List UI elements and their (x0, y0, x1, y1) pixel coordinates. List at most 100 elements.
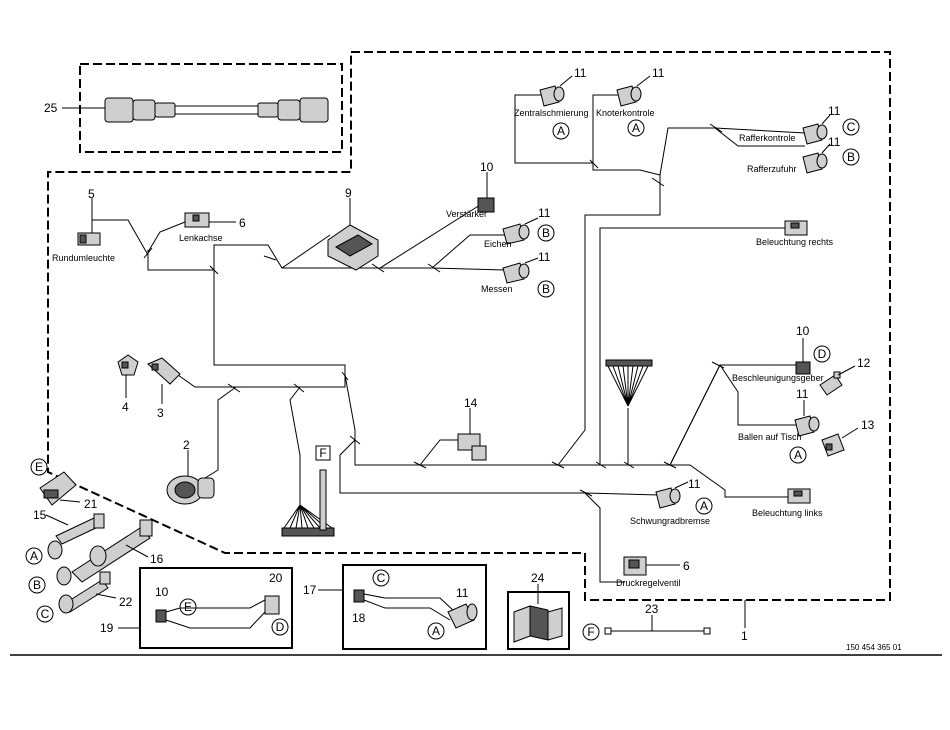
zentralschmierung-sensor (539, 85, 565, 107)
svg-text:C: C (377, 571, 386, 585)
label-verstaerker: Verstärker (446, 209, 487, 219)
label-schwungradbremse: Schwungradbremse (630, 516, 710, 526)
item-number-11-rafferkontrole: 11 (828, 104, 841, 118)
item-number-5: 5 (88, 187, 95, 201)
terminal-block-24 (513, 605, 563, 643)
item-number-10-verstaerker: 10 (480, 160, 494, 174)
jumper-wire-23 (604, 627, 711, 635)
item-number-11-eichen: 11 (538, 206, 551, 220)
item-number-11-schwungradbremse: 11 (688, 477, 701, 491)
label-rundumleuchte: Rundumleuchte (52, 253, 115, 263)
drawing-reference-number: 150 454 365 01 (846, 643, 902, 652)
label-druckregelventil: Druckregelventil (616, 578, 681, 588)
label-messen: Messen (481, 284, 513, 294)
callout-b-left: B (28, 576, 46, 594)
connector-4 (117, 354, 139, 376)
callout-raffer-b: B (842, 148, 860, 166)
adapter-16 (71, 519, 153, 583)
item-number-11-ballen: 11 (796, 387, 809, 401)
label-eichen: Eichen (484, 239, 512, 249)
item-number-13: 13 (861, 418, 875, 432)
callout-c-17: C (372, 569, 390, 587)
item-number-10-box19: 10 (155, 585, 169, 599)
rafferzufuhr-sensor (802, 152, 828, 174)
label-lenkachse: Lenkachse (179, 233, 223, 243)
cable-19 (155, 595, 280, 629)
item-number-21: 21 (84, 497, 98, 511)
label-beschleunigungsgeber: Beschleunigungsgeber (732, 373, 824, 383)
svg-text:E: E (35, 460, 43, 474)
harness-wires (91, 94, 806, 583)
verstaerker-connector (477, 197, 495, 213)
extension-cable-25 (104, 97, 329, 123)
callout-messen-b: B (537, 280, 555, 298)
ballen-auf-tisch-sensor (794, 415, 820, 437)
cable-17 (353, 589, 478, 629)
round-connector-a (47, 540, 63, 560)
schwungradbremse-sensor (655, 487, 681, 509)
item-number-9: 9 (345, 186, 352, 200)
svg-text:C: C (41, 607, 50, 621)
messen-sensor (502, 262, 530, 284)
callout-schwung-a: A (695, 497, 713, 515)
svg-text:F: F (319, 446, 326, 460)
item-number-22: 22 (119, 595, 133, 609)
svg-text:A: A (632, 121, 640, 135)
item-number-15: 15 (33, 508, 47, 522)
rafferkontrole-sensor (802, 123, 828, 145)
callout-c-left: C (36, 605, 54, 623)
item-number-24: 24 (531, 571, 545, 585)
callout-eichen-b: B (537, 224, 555, 242)
connector-3 (147, 357, 181, 385)
item-number-20: 20 (269, 571, 283, 585)
item-number-14: 14 (464, 396, 478, 410)
callout-knoter-a: A (627, 119, 645, 137)
label-rafferzufuhr: Rafferzufuhr (747, 164, 796, 174)
item-number-6-lenkachse: 6 (239, 216, 246, 230)
lenkachse-connector (184, 212, 210, 228)
round-connector-b (56, 566, 72, 586)
item-17-box (342, 564, 487, 650)
housing-21 (39, 471, 77, 506)
knoterkontrole-sensor (616, 85, 642, 107)
item-number-23: 23 (645, 602, 659, 616)
item-number-10-beschleunigungsgeber: 10 (796, 324, 810, 338)
beleuchtung-links-lamp (787, 488, 811, 504)
main-connector-9 (327, 224, 379, 271)
beleuchtung-rechts-lamp (784, 220, 808, 236)
item-number-19: 19 (100, 621, 114, 635)
callout-a-left: A (25, 547, 43, 565)
svg-text:D: D (276, 620, 285, 634)
label-rafferkontrole: Rafferkontrole (739, 133, 795, 143)
label-zentralschmierung: Zentralschmierung (514, 108, 589, 118)
item-number-3: 3 (157, 406, 164, 420)
item-number-25: 25 (44, 101, 58, 115)
item-number-11-knoterkontrole: 11 (652, 66, 665, 80)
svg-text:A: A (30, 549, 38, 563)
svg-text:A: A (432, 624, 440, 638)
svg-text:B: B (542, 282, 550, 296)
druckregelventil-connector (623, 556, 647, 576)
item-number-11-box17: 11 (456, 586, 469, 600)
svg-text:B: B (33, 578, 41, 592)
item-number-17: 17 (303, 583, 317, 597)
callout-e-19: E (179, 598, 197, 616)
svg-text:A: A (557, 124, 565, 138)
splice-comb-lower (281, 469, 335, 537)
connector-12 (819, 371, 843, 396)
svg-text:B: B (542, 226, 550, 240)
label-beleuchtung-rechts: Beleuchtung rechts (756, 237, 834, 247)
item-number-11-zentralschmierung: 11 (574, 66, 587, 80)
connector-13 (821, 433, 845, 457)
round-connector-c (58, 594, 74, 614)
item-number-2: 2 (183, 438, 190, 452)
item-number-18: 18 (352, 611, 366, 625)
label-knoterkontrole: Knoterkontrole (596, 108, 655, 118)
svg-text:F: F (587, 625, 594, 639)
adapter-15 (55, 513, 105, 545)
callout-e-left: E (30, 458, 48, 476)
callout-zentral-a: A (552, 122, 570, 140)
label-ballen-auf-tisch: Ballen auf Tisch (738, 432, 802, 442)
item-number-11-rafferzufuhr: 11 (828, 135, 841, 149)
